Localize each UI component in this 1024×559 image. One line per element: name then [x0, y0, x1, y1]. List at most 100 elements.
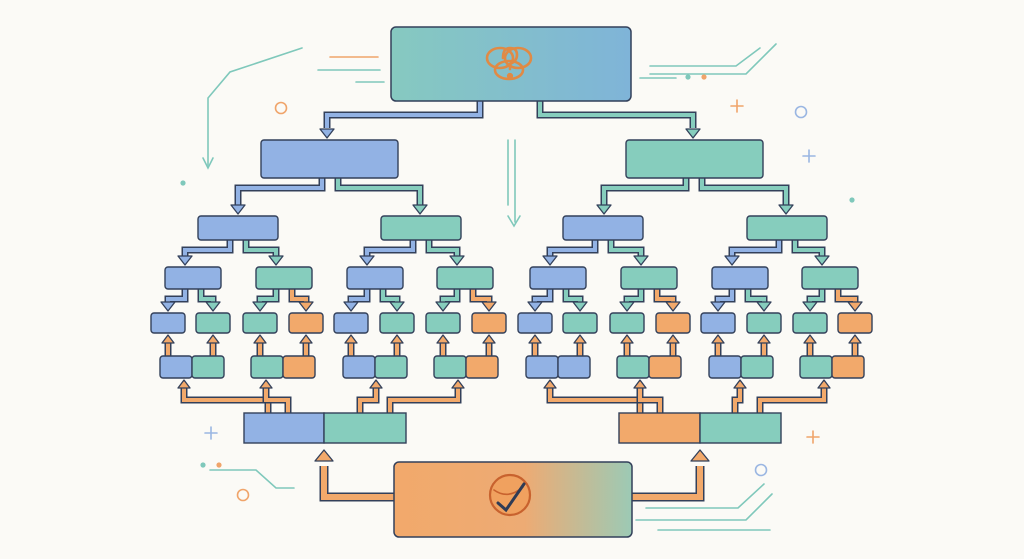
- level3-node: [801, 266, 859, 290]
- connector-l2-left: [183, 240, 232, 256]
- arrowhead-up: [253, 334, 267, 344]
- arrowhead-up: [299, 334, 313, 344]
- level3-node: [255, 266, 313, 290]
- connector-l1-right-right: [700, 178, 788, 205]
- level4-node: [562, 312, 598, 334]
- connector-l3-left: [441, 289, 459, 302]
- level4-node: [700, 312, 736, 334]
- arrowhead-down: [685, 128, 701, 139]
- level4-node: [333, 312, 369, 334]
- arrowhead-up: [620, 334, 634, 344]
- arrowhead-down: [542, 255, 558, 266]
- deco-arrowhead: [507, 215, 521, 228]
- arrowhead-up: [848, 334, 862, 344]
- arrowhead-down: [268, 255, 284, 266]
- connector-base-right: [632, 466, 703, 500]
- deco-line: [207, 47, 303, 166]
- base-bar-right-teal: [699, 412, 782, 444]
- connector-l3-left: [349, 289, 369, 302]
- arrowhead-up: [733, 379, 747, 389]
- connector-l2-right: [244, 240, 278, 256]
- connector-l3-right: [199, 289, 215, 302]
- arrowhead-up: [390, 334, 404, 344]
- connector-l3-left: [716, 289, 734, 302]
- connector-l2-left: [548, 240, 597, 256]
- deco-line: [649, 43, 777, 75]
- arrowhead-down: [252, 301, 268, 312]
- connector-l2-left: [365, 240, 415, 256]
- level4-node: [837, 312, 873, 334]
- arrowhead-down: [527, 301, 543, 312]
- arrowhead-down: [160, 301, 176, 312]
- level4-node: [746, 312, 782, 334]
- level2-node: [197, 215, 279, 241]
- connector-base-left: [321, 466, 394, 500]
- connector-l3-left: [808, 289, 824, 302]
- connector-l3-right: [381, 289, 399, 302]
- connector-l1-left-left-outline: [234, 178, 326, 205]
- level2-node: [380, 215, 462, 241]
- level4-node: [609, 312, 645, 334]
- deco-dot: [216, 462, 222, 468]
- arrowhead-up: [543, 379, 557, 389]
- deco-arrowhead: [202, 157, 214, 170]
- arrowhead-up: [817, 379, 831, 389]
- connector-l2-right: [609, 240, 643, 256]
- level4-node: [288, 312, 324, 334]
- arrowhead-up: [314, 449, 334, 462]
- arrowhead-down: [596, 204, 612, 215]
- connector-l3-left: [533, 289, 552, 302]
- level3-node: [711, 266, 769, 290]
- arrowhead-up: [803, 334, 817, 344]
- level5-node-right: [191, 355, 225, 379]
- level2-node: [562, 215, 644, 241]
- arrowhead-up: [436, 334, 450, 344]
- deco-line: [649, 47, 761, 67]
- deco-circle: [274, 101, 288, 115]
- arrowhead-up: [451, 379, 465, 389]
- arrowhead-down: [343, 301, 359, 312]
- deco-dot: [849, 197, 855, 203]
- connector-root-right: [538, 101, 695, 128]
- level5-node-right: [374, 355, 408, 379]
- arrowhead-down: [802, 301, 818, 312]
- deco-dot: [701, 74, 707, 80]
- decorations: [202, 43, 820, 531]
- base-bar-right-orange: [618, 412, 701, 444]
- connector-l3-left: [166, 289, 187, 302]
- arrowhead-down: [633, 255, 649, 266]
- level3-node: [620, 266, 678, 290]
- arrows: [160, 128, 863, 462]
- deco-line: [209, 469, 295, 489]
- arrowhead-down: [319, 128, 335, 139]
- check-circle-icon: [488, 473, 532, 517]
- arrowhead-down: [435, 301, 451, 312]
- arrowhead-down: [298, 301, 314, 312]
- arrowhead-down: [619, 301, 635, 312]
- level1-node: [625, 139, 764, 179]
- arrowhead-up: [711, 334, 725, 344]
- deco-dot: [180, 180, 186, 186]
- connector-l3-right: [471, 289, 491, 302]
- arrowhead-down: [389, 301, 405, 312]
- level3-node: [164, 266, 222, 290]
- deco-circle: [236, 488, 250, 502]
- connector-l3-right: [290, 289, 308, 302]
- base-bar-left-teal: [323, 412, 407, 444]
- level5-node-right: [831, 355, 865, 379]
- connector-l1-left-right-outline: [334, 178, 424, 205]
- level3-node: [436, 266, 494, 290]
- level4-node: [471, 312, 507, 334]
- connector-l1-right-right-outline: [698, 178, 790, 205]
- base-bar-left-blue: [243, 412, 325, 444]
- deco-circle: [794, 105, 808, 119]
- connector-fan: [358, 388, 378, 413]
- connector-fan: [733, 388, 742, 413]
- level5-node-left: [616, 355, 650, 379]
- deco-line: [645, 483, 765, 509]
- arrowhead-up: [573, 334, 587, 344]
- deco-plus: [730, 99, 744, 113]
- connector-base-left-outline: [319, 466, 394, 502]
- arrowhead-down: [814, 255, 830, 266]
